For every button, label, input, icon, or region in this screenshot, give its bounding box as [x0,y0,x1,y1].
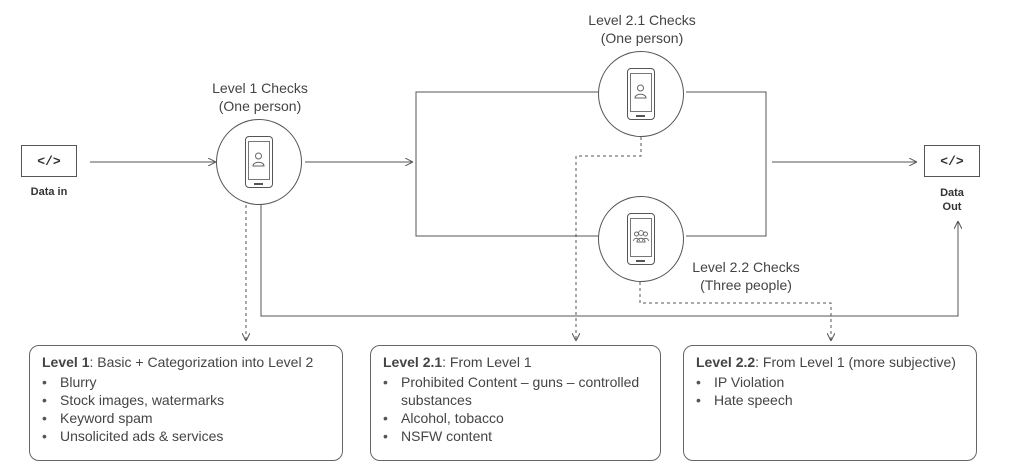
level22-info-box: Level 2.2: From Level 1 (more subjective… [683,345,977,461]
list-item: Keyword spam [42,409,332,427]
level1-box-title-rest: : Basic + Categorization into Level 2 [89,354,314,370]
data-out-label: Data Out [917,186,987,214]
data-out-code-icon: </> [924,145,980,177]
level1-box-title-bold: Level 1 [42,354,90,370]
level21-box-list: Prohibited Content – guns – controlled s… [383,373,650,445]
level21-info-box: Level 2.1: From Level 1 Prohibited Conte… [370,345,661,461]
level22-box-list: IP Violation Hate speech [696,373,966,409]
single-person-phone-icon [627,68,655,120]
data-out-label-line1: Data [940,187,964,199]
dashed-level21-to-box2 [576,125,642,340]
level22-title: Level 2.2 Checks [692,259,800,275]
level22-subtitle: (Three people) [700,277,792,293]
level21-box-title-bold: Level 2.1 [383,354,443,370]
level22-box-title: Level 2.2: From Level 1 (more subjective… [696,353,966,371]
level1-box-title: Level 1: Basic + Categorization into Lev… [42,353,332,371]
level22-box-title-rest: : From Level 1 (more subjective) [755,354,956,370]
merge-bracket-right [686,91,767,237]
list-item: IP Violation [696,373,966,391]
bypass-line-to-dataout [260,205,958,317]
level22-box-title-bold: Level 2.2 [696,354,756,370]
list-item: Stock images, watermarks [42,391,332,409]
level22-node [598,196,684,282]
list-item: Prohibited Content – guns – controlled s… [383,373,650,409]
level21-node [598,51,684,137]
level21-box-title-rest: : From Level 1 [442,354,532,370]
level1-subtitle: (One person) [218,98,302,114]
level1-title: Level 1 Checks [212,80,308,96]
dashed-level22-to-box3 [639,282,831,340]
list-item: Alcohol, tobacco [383,409,650,427]
level22-checks-label: Level 2.2 Checks (Three people) [676,258,816,294]
split-bracket-left [415,91,598,237]
single-person-phone-icon [245,136,273,188]
data-out-label-line2: Out [942,201,962,213]
level21-title: Level 2.1 Checks [588,12,696,28]
group-phone-icon [627,213,655,265]
data-in-label: Data in [30,186,68,198]
level21-checks-label: Level 2.1 Checks (One person) [562,11,722,47]
level1-box-list: Blurry Stock images, watermarks Keyword … [42,373,332,445]
level21-box-title: Level 2.1: From Level 1 [383,353,650,371]
data-in-code-icon: </> [21,145,77,177]
list-item: Blurry [42,373,332,391]
list-item: Hate speech [696,391,966,409]
level1-info-box: Level 1: Basic + Categorization into Lev… [29,345,343,461]
level1-checks-label: Level 1 Checks (One person) [180,79,340,115]
list-item: NSFW content [383,427,650,445]
level1-node [216,119,302,205]
level21-subtitle: (One person) [600,30,684,46]
list-item: Unsolicited ads & services [42,427,332,445]
